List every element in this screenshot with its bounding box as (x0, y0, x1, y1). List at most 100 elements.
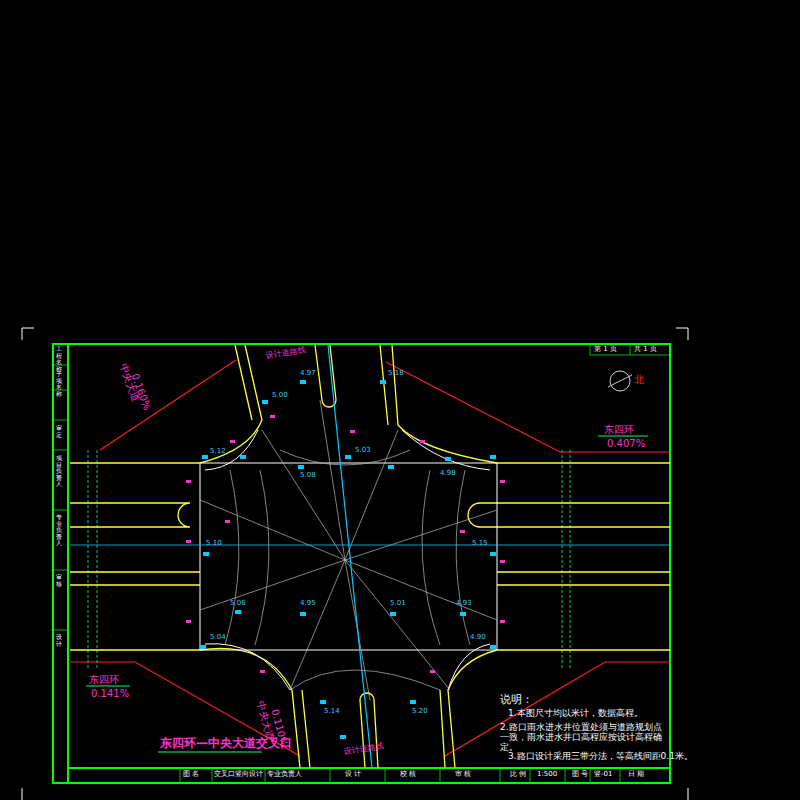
drawing-stroke (205, 430, 490, 690)
drawing-stroke (225, 450, 470, 690)
drawing-label: 设 计 (56, 634, 62, 647)
drawing-stroke (200, 400, 497, 700)
drawing-label: 1:500 (537, 771, 557, 779)
drawing-stroke (388, 465, 394, 469)
north-arrow (608, 371, 632, 391)
drawing-stroke (590, 344, 670, 355)
drawing-stroke (345, 455, 351, 459)
drawing-stroke (380, 345, 497, 463)
drawing-stroke (445, 662, 670, 756)
drawing-label: 5.06 (230, 600, 246, 608)
drawing-stroke (320, 700, 326, 704)
red-lines (70, 360, 670, 756)
drawing-label: 共 1 页 (634, 346, 657, 354)
drawing-label: 5.18 (388, 370, 404, 378)
elevation-marks (200, 380, 496, 739)
drawing-label: 5.00 (272, 392, 288, 400)
drawing-stroke (225, 520, 230, 523)
drawing-stroke (86, 436, 648, 752)
drawing-stroke (262, 400, 268, 404)
drawing-label: 4.90 (470, 634, 486, 642)
drawing-stroke (200, 345, 262, 463)
drawing-stroke (200, 463, 497, 650)
drawing-stroke (500, 560, 505, 563)
drawing-stroke (386, 362, 670, 452)
drawing-stroke (186, 540, 191, 543)
grid-lines (70, 345, 670, 768)
drawing-stroke (70, 463, 670, 585)
drawing-stroke (180, 768, 620, 783)
drawing-stroke (70, 545, 670, 546)
drawing-stroke (70, 662, 300, 756)
drawing-stroke (230, 440, 235, 443)
drawing-stroke (440, 650, 497, 768)
drawing-stroke (490, 645, 496, 649)
drawing-label: 设计道路线 (265, 346, 306, 360)
contour-lines (200, 400, 497, 700)
drawing-label: 工程名称 (56, 346, 62, 372)
drawing-stroke (68, 344, 670, 783)
drawing-label: 0.141% (91, 688, 129, 699)
label-underlines (86, 436, 648, 752)
drawing-label: 审 核 (56, 574, 62, 587)
drawing-stroke (70, 503, 190, 527)
drawing-stroke (53, 344, 670, 783)
drawing-stroke (300, 380, 306, 384)
drawing-stroke (22, 328, 688, 800)
drawing-label: 5.20 (412, 708, 428, 716)
drawing-stroke (315, 345, 336, 407)
drawing-label: 说明： (500, 694, 533, 706)
drawing-stroke (460, 530, 465, 533)
drawing-label: 比 例 (510, 771, 526, 779)
drawing-stroke (430, 670, 435, 673)
drawing-stroke (240, 455, 246, 459)
drawing-label: 设 计 (345, 771, 361, 779)
drawing-label: 4.93 (456, 600, 472, 608)
drawing-stroke (468, 503, 670, 527)
drawing-stroke (390, 612, 396, 616)
drawing-label: 竖-01 (594, 771, 612, 779)
drawing-label: 项目负责人 (56, 455, 62, 488)
drawing-stroke (270, 415, 275, 418)
drawing-label: 4.95 (300, 600, 316, 608)
drawing-label: 5.14 (324, 708, 340, 716)
drawing-label: 5.10 (206, 540, 222, 548)
drawing-stroke (608, 375, 632, 387)
drawing-label: 5.08 (300, 472, 316, 480)
drawing-label: 5.04 (210, 634, 226, 642)
drawing-label: 审 定 (56, 425, 62, 438)
drawing-label: 东四环 (604, 424, 634, 435)
drawing-label: 1.本图尺寸均以米计，数据高程。 (508, 709, 643, 719)
point-marks (186, 415, 505, 673)
drawing-label: 0.407% (607, 438, 645, 449)
drawing-stroke (420, 440, 425, 443)
drawing-label: 5.12 (210, 448, 226, 456)
drawing-stroke (500, 480, 505, 483)
drawing-label: 专业负责人 (267, 771, 302, 779)
drawing-stroke (490, 455, 496, 459)
drawing-label: 审 核 (455, 771, 471, 779)
road-lines (70, 345, 670, 768)
drawing-stroke (410, 700, 416, 704)
drawing-label: 4.97 (300, 370, 316, 378)
drawing-stroke (100, 360, 236, 450)
drawing-stroke (88, 450, 570, 668)
drawing-label: 日 期 (628, 771, 644, 779)
sheet-frame (53, 344, 670, 783)
drawing-stroke (203, 552, 209, 556)
drawing-stroke (186, 480, 191, 483)
drawing-stroke (235, 610, 241, 614)
drawing-stroke (445, 457, 451, 461)
intersection-boundary (200, 430, 497, 690)
drawing-label: 第 1 页 (594, 346, 617, 354)
drawing-label: 北 (634, 374, 644, 385)
drawing-stroke (460, 612, 466, 616)
drawing-stroke (200, 645, 206, 649)
drawing-stroke (202, 455, 208, 459)
drawing-stroke (298, 465, 304, 469)
drawing-label: 东四环 (89, 674, 119, 685)
drawing-stroke (380, 380, 386, 384)
drawing-stroke (500, 620, 505, 623)
